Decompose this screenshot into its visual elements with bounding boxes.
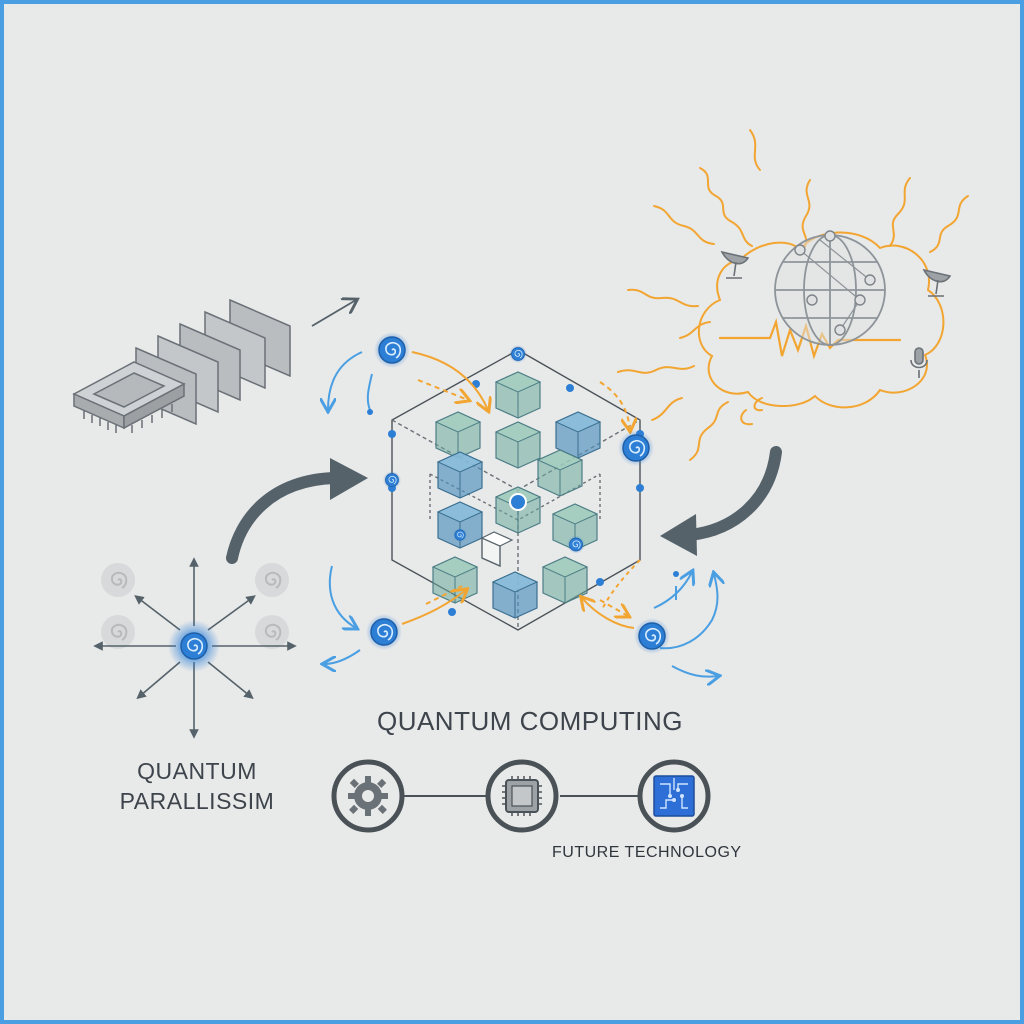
circuit-chip-icon — [637, 759, 711, 833]
microphone-icon — [910, 347, 928, 378]
quantum-computing-title: QUANTUM COMPUTING — [376, 706, 684, 736]
future-technology-label: FUTURE TECHNOLOGY — [552, 844, 742, 861]
technology-timeline — [331, 759, 711, 833]
satellite-dish-icon — [922, 268, 952, 297]
quantum-parallelism-line1: QUANTUM — [137, 758, 257, 784]
network-globe-icon — [774, 230, 886, 346]
qubit-spiral-icon — [373, 331, 411, 369]
gear-icon — [331, 759, 405, 833]
cpu-chip-icon — [72, 300, 356, 433]
quantum-parallelism-line2: PARALLISSIM — [119, 788, 275, 814]
quantum-parallelism-title: QUANTUM PARALLISSIM — [82, 756, 312, 816]
qubit-spiral-icon — [508, 344, 528, 364]
network-cloud — [617, 129, 969, 461]
quantum-parallelism-graphic — [93, 557, 297, 739]
qubit-spiral-icon — [168, 620, 220, 672]
qubit-spiral-icon — [566, 535, 586, 554]
processor-chip-icon — [485, 759, 559, 833]
flow-arrow-left — [226, 472, 341, 564]
qubit-spiral-icon — [633, 617, 671, 655]
qubit-spiral-icon — [617, 429, 655, 467]
satellite-dish-icon — [720, 250, 750, 279]
qubit-spiral-icon — [365, 613, 403, 651]
qubit-spiral-icon — [382, 470, 402, 490]
flow-arrow-right — [684, 446, 782, 541]
quantum-cube — [388, 349, 644, 631]
qubit-orbits — [324, 331, 718, 677]
qubit-spiral-icon — [452, 527, 468, 543]
